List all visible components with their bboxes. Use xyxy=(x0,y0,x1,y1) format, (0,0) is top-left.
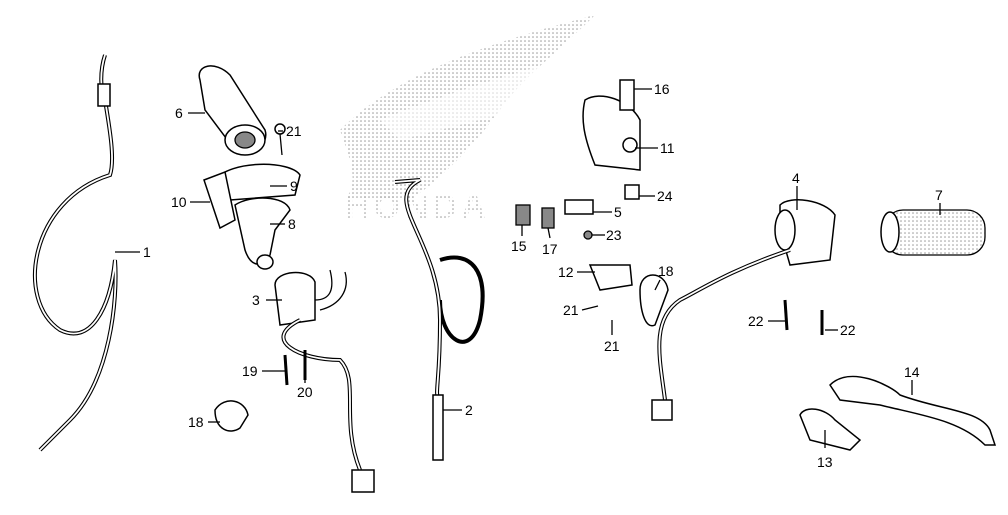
callout-10: 10 xyxy=(171,194,187,210)
part-10-cover xyxy=(203,170,236,230)
callout-8: 8 xyxy=(288,216,296,232)
callout-5: 5 xyxy=(614,204,622,220)
callout-19: 19 xyxy=(242,363,258,379)
callout-18-a: 18 xyxy=(188,414,204,430)
callout-17: 17 xyxy=(542,241,558,257)
callout-23: 23 xyxy=(606,227,622,243)
honda-wing-watermark: HONDA xyxy=(340,15,595,226)
callout-3: 3 xyxy=(252,292,260,308)
callout-6: 6 xyxy=(175,105,183,121)
part-1-cable xyxy=(32,54,118,452)
callout-15: 15 xyxy=(511,238,527,254)
part-18-clamp-b xyxy=(639,274,669,327)
part-2-cable xyxy=(394,178,485,461)
callout-21-c: 21 xyxy=(604,338,620,354)
part-6-throttle-grip xyxy=(198,65,267,156)
part-21-bolt-a xyxy=(274,123,286,156)
callout-22-b: 22 xyxy=(840,322,856,338)
callout-11: 11 xyxy=(660,140,675,156)
part-19-screw xyxy=(283,354,289,386)
part-23-screw xyxy=(583,230,593,240)
callout-22-a: 22 xyxy=(748,313,764,329)
part-24-nut xyxy=(624,184,640,200)
callout-21-b: 21 xyxy=(563,302,579,318)
callout-12: 12 xyxy=(558,264,574,280)
part-12-clamp xyxy=(588,264,633,291)
part-14-lever xyxy=(829,375,997,446)
callout-21-a: 21 xyxy=(286,123,302,139)
part-17-spring xyxy=(541,207,555,229)
leader-lines xyxy=(115,88,941,448)
part-18-clamp-a xyxy=(214,400,249,432)
callout-20: 20 xyxy=(297,384,313,400)
part-3-switch xyxy=(274,269,375,493)
callout-7: 7 xyxy=(935,187,943,203)
part-5-switch xyxy=(564,199,594,215)
part-7-grip xyxy=(880,209,986,256)
callout-14: 14 xyxy=(904,364,920,380)
part-13-lever-cover xyxy=(799,408,862,451)
callout-labels: 1 2 3 4 5 6 7 8 9 10 11 12 13 14 15 16 1… xyxy=(143,81,943,470)
callout-4: 4 xyxy=(792,170,800,186)
part-11-bracket xyxy=(582,95,641,171)
callout-24: 24 xyxy=(657,188,673,204)
part-4-switch xyxy=(651,199,836,421)
callout-13: 13 xyxy=(817,454,833,470)
part-15-spring xyxy=(515,204,531,226)
part-22-screw-a xyxy=(783,299,789,331)
part-8-housing-lower xyxy=(234,197,291,270)
callout-16: 16 xyxy=(654,81,670,97)
part-16-bolt xyxy=(619,79,635,111)
callout-9: 9 xyxy=(290,178,298,194)
callout-2: 2 xyxy=(465,402,473,418)
callout-18-b: 18 xyxy=(658,263,674,279)
watermark-text: HONDA xyxy=(345,188,490,226)
callout-1: 1 xyxy=(143,244,151,260)
